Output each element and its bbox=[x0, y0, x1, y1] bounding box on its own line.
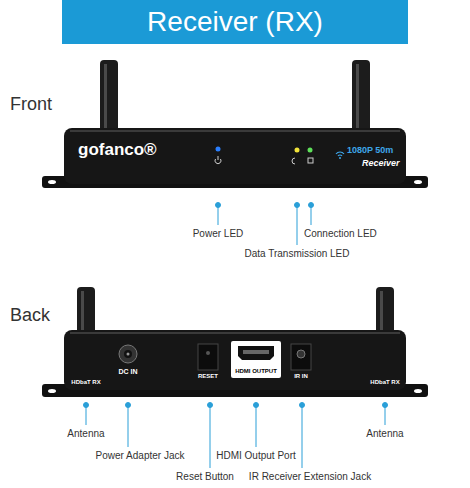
callout-label: Antenna bbox=[67, 428, 104, 440]
title-band: Receiver (RX) bbox=[62, 0, 408, 44]
port-marking: DC IN bbox=[118, 368, 137, 376]
callout-label: HDMI Output Port bbox=[216, 450, 295, 462]
model-text: 1080P 50m bbox=[347, 145, 393, 155]
front-view bbox=[42, 60, 428, 245]
callout-label: IR Receiver Extension Jack bbox=[249, 471, 371, 483]
callout-label: Power LED bbox=[193, 228, 244, 240]
view-heading: Back bbox=[10, 305, 50, 326]
port-marking: HDbaT RX bbox=[370, 379, 399, 386]
callout-label: Data Transmission LED bbox=[244, 248, 349, 260]
callout-label: Antenna bbox=[366, 428, 403, 440]
back-view bbox=[42, 287, 428, 468]
brand-logo: gofanco® bbox=[78, 140, 157, 160]
port-marking: IR IN bbox=[294, 373, 308, 380]
view-heading: Front bbox=[10, 94, 52, 115]
callout-label: Power Adapter Jack bbox=[96, 450, 185, 462]
model-text: Receiver bbox=[362, 158, 400, 168]
callout-label: Connection LED bbox=[304, 228, 377, 240]
port-marking: RESET bbox=[198, 373, 218, 380]
port-marking: HDbaT RX bbox=[71, 379, 100, 386]
title-text: Receiver (RX) bbox=[147, 6, 323, 38]
callout-label: Reset Button bbox=[176, 471, 234, 483]
port-marking: HDMI OUTPUT bbox=[235, 368, 277, 375]
